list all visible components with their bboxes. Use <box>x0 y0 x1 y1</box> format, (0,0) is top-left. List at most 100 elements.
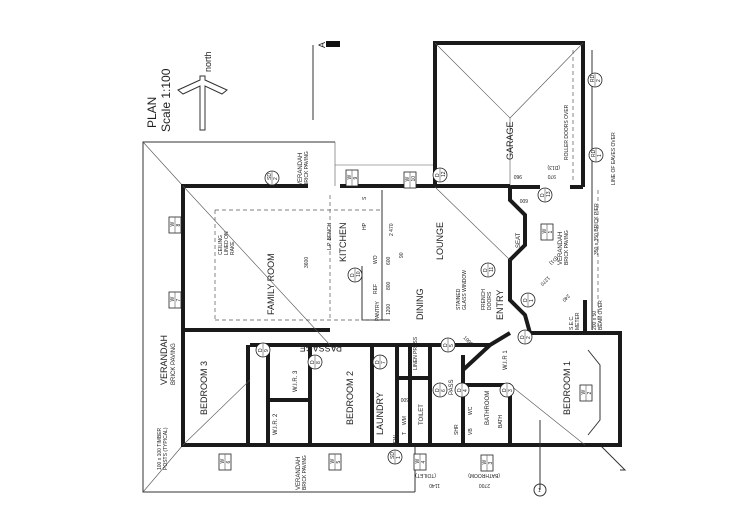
svg-text:8: 8 <box>316 361 322 364</box>
hp: HP <box>362 222 368 230</box>
sec-meter-1: S.E.C. <box>569 316 575 330</box>
room-wir1: W.I.R 1 <box>503 350 509 370</box>
section-marker-a: A <box>317 42 327 48</box>
svg-text:W: W <box>542 229 548 234</box>
dim-toilet: (TOILET) <box>415 472 436 478</box>
stained-1: STAINED <box>456 288 462 310</box>
plan-scale: Scale 1:100 <box>159 68 173 132</box>
dim-90: 90 <box>399 252 405 258</box>
svg-text:D: D <box>258 348 264 352</box>
svg-text:W: W <box>482 460 488 465</box>
room-bedroom3: BEDROOM 3 <box>199 361 209 415</box>
dim-d13: (D13) <box>547 164 560 170</box>
fw: FW <box>393 435 399 443</box>
dim-970: 970 <box>547 173 556 179</box>
wm: WM <box>402 416 408 425</box>
brick-pier-note: 350 x 350 BRICK PIER <box>594 203 600 255</box>
svg-text:D: D <box>540 193 546 197</box>
svg-text:D: D <box>435 388 441 392</box>
house-walls <box>181 41 622 490</box>
posts-2: POSTS (TYPICAL) <box>163 427 169 470</box>
svg-text:SD: SD <box>390 452 396 459</box>
svg-text:W: W <box>415 459 421 464</box>
dim-960: 960 <box>513 173 522 179</box>
svg-text:D: D <box>502 388 508 392</box>
brick-paving-north: BRICK PAVING <box>304 151 310 186</box>
stained-2: GLASS WINDOW <box>462 270 468 310</box>
section-1-label: 1 <box>538 488 541 494</box>
roller-doors-note: ROLLER DOORS OVER <box>564 104 570 160</box>
sink: S <box>362 196 368 200</box>
lp-bench: L.P. BENCH <box>327 222 333 250</box>
verandah-west: VERANDAH <box>159 335 169 385</box>
svg-text:9: 9 <box>264 349 270 352</box>
svg-text:7: 7 <box>381 361 387 364</box>
svg-text:2: 2 <box>596 79 602 82</box>
svg-text:4: 4 <box>421 461 427 464</box>
svg-text:5: 5 <box>336 461 342 464</box>
brick-paving-west: BRICK PAVING <box>171 343 177 385</box>
svg-text:W: W <box>330 459 336 464</box>
room-passage: PASSAGE <box>300 343 342 353</box>
plan-title: PLAN <box>145 97 159 128</box>
svg-text:1: 1 <box>396 456 402 459</box>
wo: WO <box>373 255 379 264</box>
svg-text:W: W <box>170 297 176 302</box>
svg-text:SD: SD <box>267 173 273 180</box>
dim-1200: 1200 <box>386 304 392 315</box>
svg-text:RD: RD <box>590 74 596 82</box>
svg-text:8: 8 <box>176 224 182 227</box>
svg-text:W: W <box>170 222 176 227</box>
svg-text:6: 6 <box>441 389 447 392</box>
svg-text:7: 7 <box>176 299 182 302</box>
room-linen: LINEN PRESS <box>413 336 419 370</box>
svg-text:W: W <box>347 175 353 180</box>
room-wir2: W.I.R. 2 <box>273 413 279 435</box>
trough: T <box>402 432 408 435</box>
svg-text:D: D <box>443 343 449 347</box>
svg-text:1: 1 <box>548 231 554 234</box>
dim-1270: 1270 <box>539 275 551 287</box>
ceiling-2: LINED ON <box>224 231 230 255</box>
svg-text:D: D <box>520 335 526 339</box>
ceiling-3: RAKE <box>230 241 236 255</box>
svg-text:W: W <box>581 390 587 395</box>
dim-800: 800 <box>386 281 392 290</box>
svg-text:D: D <box>435 173 441 177</box>
room-laundry: LAUNDRY <box>375 392 385 435</box>
room-dining: DINING <box>415 289 425 321</box>
brick-paving-south: BRICK PAVING <box>302 455 308 490</box>
svg-text:RD: RD <box>591 149 597 157</box>
verandah-east: VERANDAH <box>558 232 564 265</box>
ref: REF <box>373 284 379 294</box>
room-bedroom2: BEDROOM 2 <box>345 371 355 425</box>
verandah-outline <box>142 141 627 493</box>
svg-text:D: D <box>483 268 489 272</box>
notes: VERANDAH BRICK PAVING VERANDAH BRICK PAV… <box>157 104 617 490</box>
svg-text:1: 1 <box>529 299 535 302</box>
svg-text:9: 9 <box>353 177 359 180</box>
room-kitchen: KITCHEN <box>338 222 348 262</box>
svg-text:3: 3 <box>488 462 494 465</box>
french-2: DOORS <box>487 291 493 310</box>
svg-text:D: D <box>523 298 529 302</box>
svg-text:11: 11 <box>489 267 495 272</box>
room-pantry: PANTRY <box>375 301 381 321</box>
svg-text:D: D <box>310 360 316 364</box>
room-bedroom1: BEDROOM 1 <box>562 361 572 415</box>
svg-text:10: 10 <box>356 271 362 277</box>
room-garage: GARAGE <box>505 121 515 160</box>
